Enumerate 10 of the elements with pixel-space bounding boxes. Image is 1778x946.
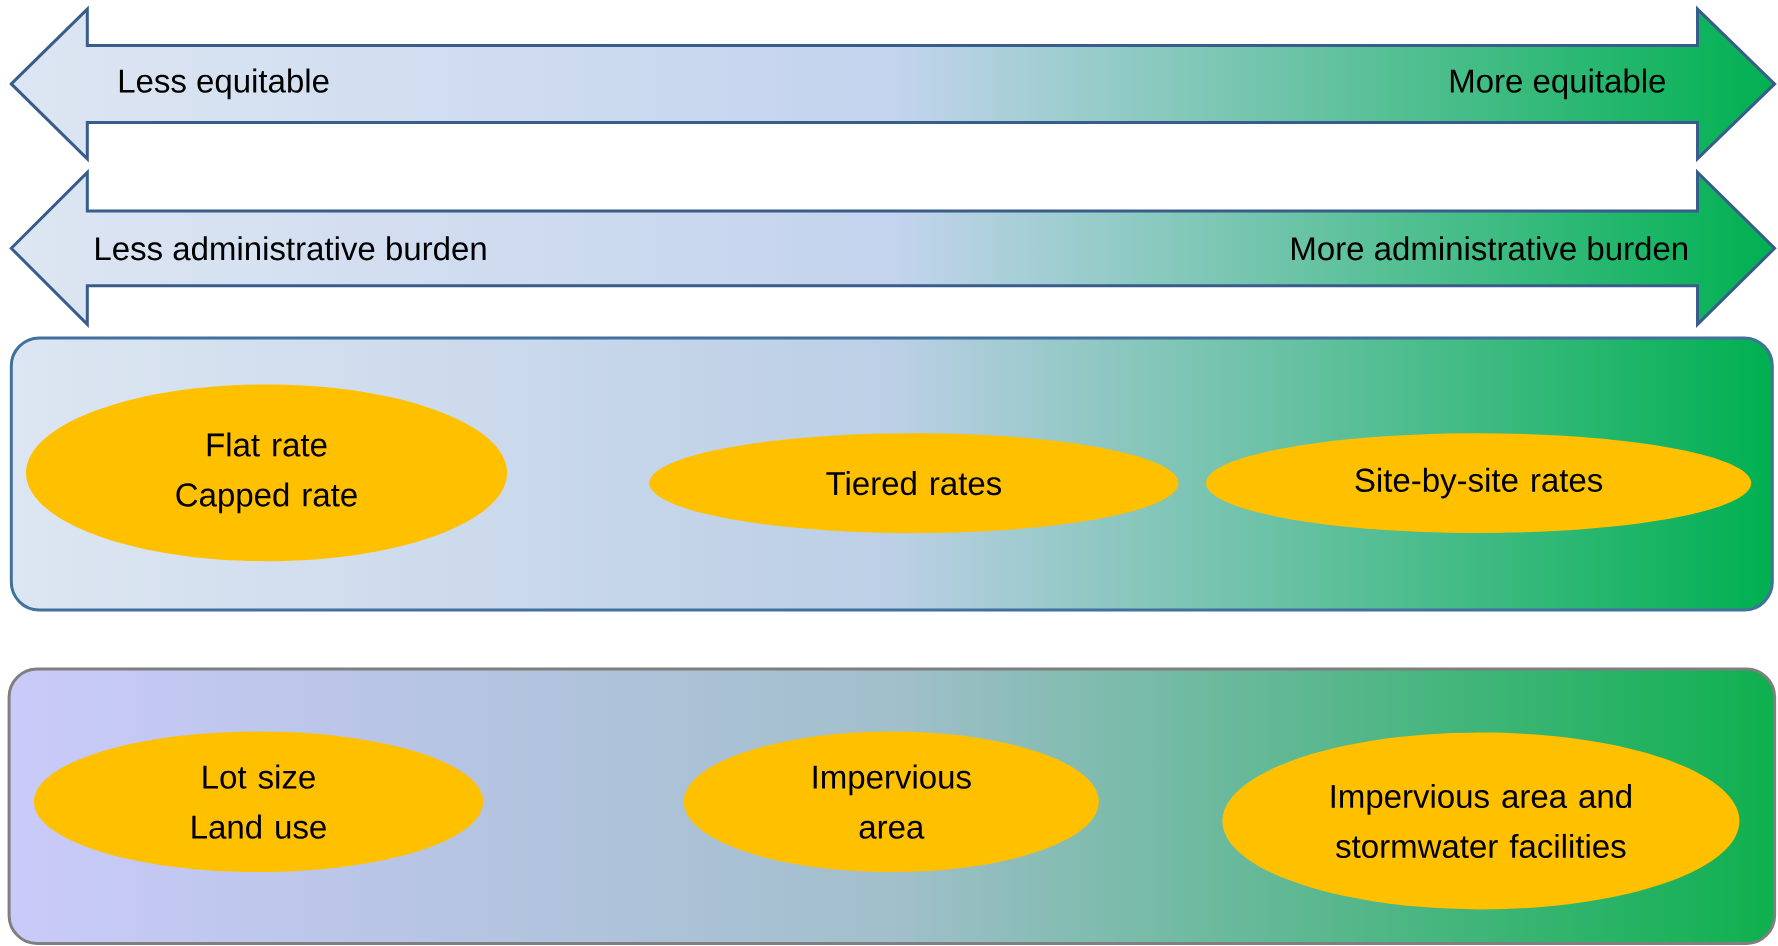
ellipse-label: Tiered rates	[649, 433, 1179, 533]
ellipse-label: Impervious area and stormwater facilities	[1222, 732, 1740, 910]
ellipse-label: Site-by-site rates	[1205, 433, 1752, 533]
arrow-label: More equitable	[1450, 68, 1665, 100]
ellipse-label: Lot size Land use	[33, 731, 484, 872]
ellipse-label: Flat rate Capped rate	[25, 384, 508, 562]
arrow-label: More administrative burden	[1292, 236, 1687, 261]
arrow-label: Less administrative burden	[96, 236, 486, 261]
ellipse-label: Impervious area	[683, 731, 1099, 872]
arrow-label: Less equitable	[119, 68, 329, 100]
